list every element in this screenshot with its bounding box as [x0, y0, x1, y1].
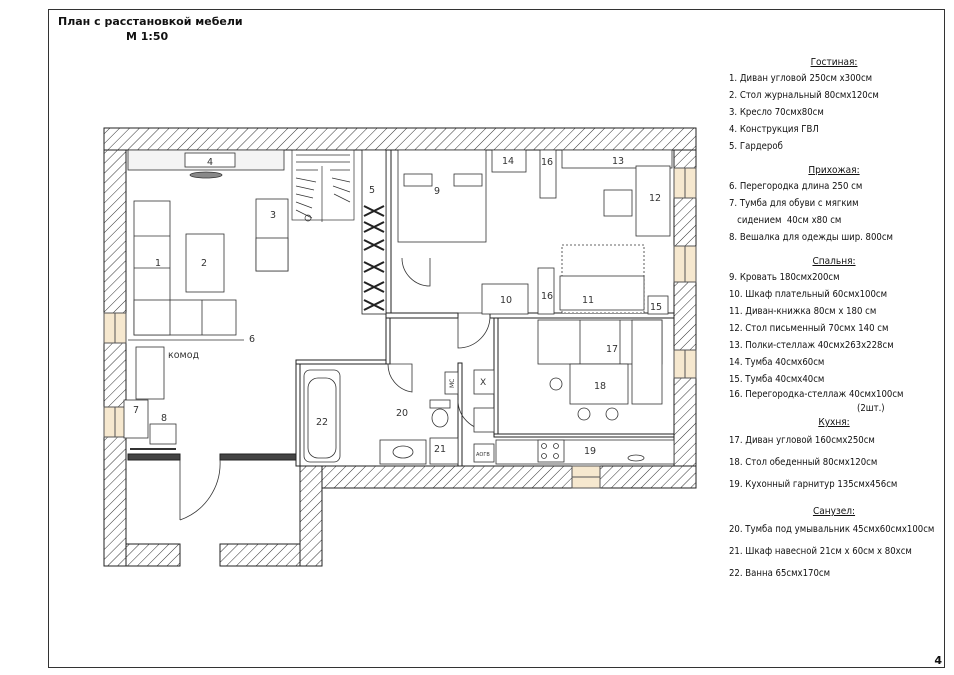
- legend-item: 8. Вешалка для одежды шир. 800см: [729, 232, 894, 243]
- label-12: 12: [649, 193, 661, 204]
- legend-item: 16. Перегородка-стеллаж 40смх100см: [729, 389, 904, 400]
- east-wall-1: [673, 149, 697, 169]
- label-1: 1: [155, 258, 161, 269]
- legend-item: 12. Стол письменный 70смх 140 см: [729, 323, 889, 334]
- living-room-furniture: [123, 149, 289, 450]
- south-step-wall: [299, 465, 323, 567]
- legend-item: 9. Кровать 180смх200см: [729, 272, 840, 283]
- legend-item: 22. Ванна 65смх170см: [729, 568, 831, 579]
- drawing-title: План с расстановкой мебели М 1:50: [58, 14, 243, 44]
- label-ms: МС: [449, 379, 456, 388]
- label-20: 20: [396, 408, 408, 419]
- legend-kitchen: Кухня: 17. Диван угловой 160смх250см 18.…: [729, 416, 939, 496]
- legend-item: 19. Кухонный гарнитур 135смх456см: [729, 479, 898, 490]
- legend-item: 15. Тумба 40смх40см: [729, 374, 825, 385]
- label-18: 18: [594, 381, 606, 392]
- legend-item: 3. Кресло 70смх80см: [729, 107, 824, 118]
- south-wall: [321, 465, 697, 489]
- label-16a: 16: [541, 157, 553, 168]
- plan-labels: 4 1 2 3 5 6 комод 7 8 9 14 16 13 12 10 1…: [133, 156, 662, 458]
- label-10: 10: [500, 295, 512, 306]
- east-wall-4: [673, 377, 697, 467]
- label-komod: комод: [168, 350, 200, 361]
- title-scale: М 1:50: [126, 30, 169, 43]
- east-wall-2: [673, 197, 697, 247]
- north-wall: [103, 127, 697, 151]
- label-14: 14: [502, 156, 514, 167]
- label-3: 3: [270, 210, 276, 221]
- legend-item: 20. Тумба под умывальник 45смх60смх100см: [729, 524, 935, 535]
- label-9: 9: [434, 186, 440, 197]
- south-wall-left: [125, 543, 181, 567]
- label-6: 6: [249, 334, 255, 345]
- furniture-legend: Гостиная: 1. Диван угловой 250см х300см …: [729, 56, 939, 585]
- label-22: 22: [316, 417, 328, 428]
- label-agv: АОГВ: [476, 452, 490, 458]
- kitchen-furniture: [473, 319, 675, 465]
- label-19: 19: [584, 446, 596, 457]
- page-number: 4: [934, 654, 942, 667]
- legend-bedroom-heading: Спальня:: [812, 256, 856, 267]
- label-15: 15: [650, 302, 662, 313]
- east-wall-3: [673, 281, 697, 351]
- bathroom-fixtures: [303, 369, 459, 465]
- label-7: 7: [133, 405, 139, 416]
- west-wall-lower: [103, 436, 127, 567]
- label-8: 8: [161, 413, 167, 424]
- wardrobe: [361, 149, 387, 315]
- legend-item: сидением 40см х80 см: [729, 215, 842, 226]
- legend-item: 13. Полки-стеллаж 40смх263х228см: [729, 340, 894, 351]
- legend-item: 4. Конструкция ГВЛ: [729, 124, 819, 135]
- legend-item: 10. Шкаф плательный 60смх100см: [729, 289, 888, 300]
- legend-item: 7. Тумба для обуви с мягким: [729, 198, 859, 209]
- interior-walls: [127, 149, 675, 467]
- legend-item: 11. Диван-книжка 80см х 180 см: [729, 306, 877, 317]
- legend-item: 21. Шкаф навесной 21см х 60см х 80хсм: [729, 546, 912, 557]
- legend-item: 18. Стол обеденный 80смх120см: [729, 457, 878, 468]
- legend-living-heading: Гостиная:: [810, 57, 858, 68]
- legend-item: 17. Диван угловой 160смх250см: [729, 435, 875, 446]
- label-11: 11: [582, 295, 594, 306]
- south-wall-right: [219, 543, 301, 567]
- west-wall-mid: [103, 342, 127, 408]
- label-x: Х: [480, 378, 486, 388]
- legend-bedroom: Спальня: 9. Кровать 180смх200см 10. Шкаф…: [729, 255, 939, 416]
- staircase: [291, 149, 355, 222]
- west-wall-upper: [103, 149, 127, 314]
- windows: [103, 167, 697, 489]
- legend-living: Гостиная: 1. Диван угловой 250см х300см …: [729, 56, 939, 155]
- outer-walls: [103, 127, 697, 567]
- title-line-1: План с расстановкой мебели: [58, 15, 243, 28]
- legend-kitchen-heading: Кухня:: [818, 417, 850, 428]
- legend-hall-heading: Прихожая:: [808, 165, 860, 176]
- legend-hall: Прихожая: 6. Перегородка длина 250 см 7.…: [729, 164, 939, 246]
- legend-bath-heading: Санузел:: [812, 506, 856, 517]
- label-21: 21: [434, 444, 446, 455]
- legend-item: 2. Стол журнальный 80смх120см: [729, 90, 879, 101]
- bedroom-furniture: [397, 149, 673, 315]
- legend-item: (2шт.): [857, 403, 885, 414]
- legend-item: 5. Гардероб: [729, 141, 783, 152]
- label-5: 5: [369, 185, 375, 196]
- label-4: 4: [207, 157, 213, 168]
- drawing-frame: [48, 9, 945, 668]
- label-13: 13: [612, 156, 624, 167]
- legend-item: 6. Перегородка длина 250 см: [729, 181, 863, 192]
- legend-bath: Санузел: 20. Тумба под умывальник 45смх6…: [729, 505, 939, 585]
- legend-item: 14. Тумба 40смх60см: [729, 357, 825, 368]
- label-17: 17: [606, 344, 618, 355]
- legend-item: 1. Диван угловой 250см х300см: [729, 73, 873, 84]
- label-2: 2: [201, 258, 207, 269]
- label-16b: 16: [541, 291, 553, 302]
